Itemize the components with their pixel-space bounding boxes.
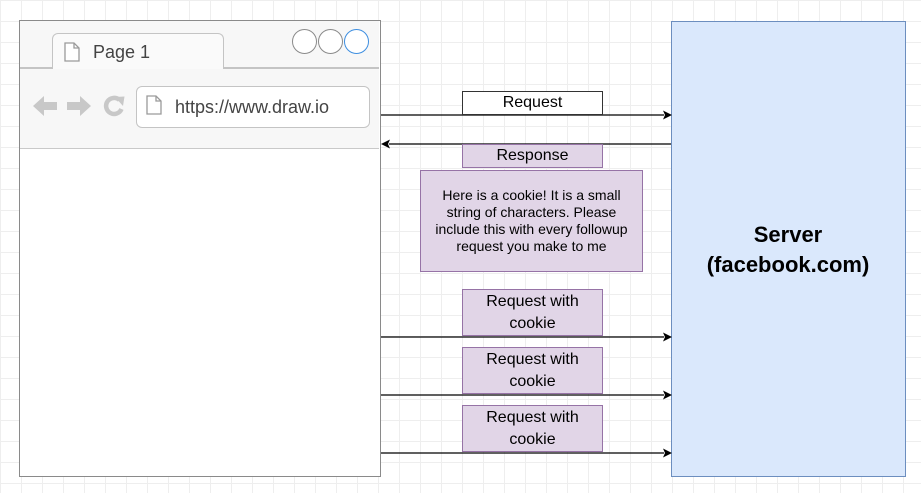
server-label: Server (facebook.com) (672, 220, 904, 280)
reload-icon (103, 95, 125, 117)
request-with-cookie-label-1: Request with cookie (462, 289, 603, 336)
document-icon (64, 42, 80, 62)
server-label-line-2: (facebook.com) (706, 252, 870, 277)
request-with-cookie-label-3-line-1: Request with (486, 408, 579, 426)
request-with-cookie-label-1-line-1: Request with (486, 292, 579, 310)
window-button-maximize-icon (318, 29, 343, 54)
cookie-note: Here is a cookie! It is a small string o… (420, 170, 643, 272)
browser-toolbar: Page 1 https://www.draw.io (20, 21, 379, 149)
request-with-cookie-arrowhead-1 (663, 332, 672, 342)
request-with-cookie-label-1-line-2: cookie (509, 314, 556, 332)
server-label-line-1: Server (753, 222, 823, 247)
server-box: Server (facebook.com) (671, 21, 906, 477)
url-text: https://www.draw.io (175, 97, 330, 117)
browser-tab: Page 1 (52, 33, 224, 69)
request-with-cookie-label-2-line-1: Request with (486, 350, 579, 368)
request-with-cookie-label-2-line-2: cookie (509, 372, 556, 390)
request-arrowhead (663, 110, 672, 120)
document-icon (146, 95, 162, 115)
back-arrow-icon (33, 96, 57, 116)
request-with-cookie-label-3: Request with cookie (462, 405, 603, 452)
browser-window: Page 1 https://www.draw.io (19, 20, 381, 477)
response-arrowhead (381, 139, 390, 149)
response-label: Response (462, 144, 603, 168)
request-with-cookie-arrowhead-3 (663, 448, 672, 458)
request-with-cookie-label-2: Request with cookie (462, 347, 603, 394)
request-with-cookie-label-3-line-2: cookie (509, 430, 556, 448)
address-bar: https://www.draw.io (136, 86, 370, 128)
request-with-cookie-arrowhead-2 (663, 390, 672, 400)
window-button-minimize-icon (292, 29, 317, 54)
window-button-close-icon (344, 29, 369, 54)
forward-arrow-icon (67, 96, 91, 116)
request-label: Request (462, 91, 603, 115)
tab-label: Page 1 (93, 42, 151, 62)
